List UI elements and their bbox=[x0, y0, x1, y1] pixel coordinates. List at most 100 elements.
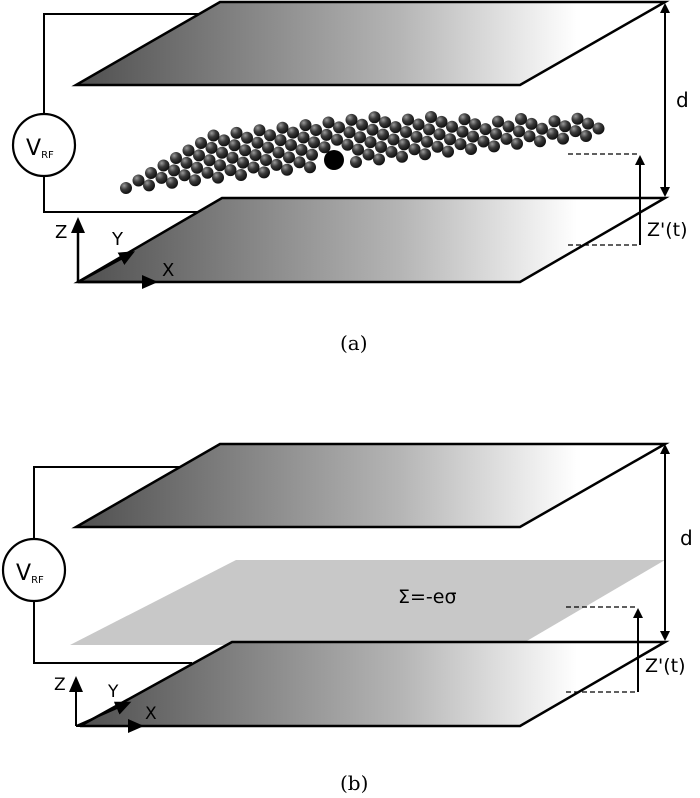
ion bbox=[502, 120, 515, 133]
ion bbox=[237, 156, 249, 169]
ion bbox=[270, 158, 283, 171]
ion bbox=[170, 152, 182, 164]
ion bbox=[456, 125, 469, 138]
ion bbox=[582, 117, 594, 130]
ion bbox=[320, 128, 333, 141]
ion bbox=[433, 128, 446, 141]
ion bbox=[228, 139, 241, 152]
ion bbox=[419, 148, 431, 161]
y-axis-label: Y bbox=[107, 682, 119, 702]
ion bbox=[511, 137, 523, 150]
ion bbox=[580, 130, 592, 142]
top-electrode bbox=[71, 0, 670, 87]
ion bbox=[239, 144, 251, 157]
ion bbox=[191, 161, 203, 174]
caption-a: (a) bbox=[340, 331, 368, 355]
ion bbox=[214, 159, 226, 172]
ion bbox=[189, 174, 201, 187]
ion bbox=[444, 133, 456, 146]
ion bbox=[389, 121, 402, 134]
ion bbox=[366, 123, 379, 136]
ion bbox=[402, 113, 414, 126]
ion bbox=[195, 137, 207, 149]
ion bbox=[377, 128, 389, 141]
ion bbox=[180, 156, 193, 169]
ion bbox=[293, 156, 306, 169]
ion bbox=[500, 132, 513, 145]
ion bbox=[356, 118, 368, 131]
ion bbox=[235, 169, 247, 181]
ion bbox=[515, 113, 527, 125]
ion bbox=[120, 182, 132, 194]
ion bbox=[368, 111, 381, 124]
ion bbox=[412, 118, 425, 131]
ion bbox=[469, 118, 481, 131]
ion bbox=[465, 143, 477, 155]
ion bbox=[249, 149, 262, 162]
ion bbox=[287, 126, 299, 139]
ion bbox=[513, 125, 525, 138]
x-axis-label: X bbox=[145, 704, 157, 724]
ion bbox=[205, 141, 218, 154]
ion bbox=[446, 120, 458, 133]
ion bbox=[297, 131, 310, 144]
ion bbox=[458, 113, 471, 126]
z-axis-label: Z bbox=[55, 222, 67, 243]
rf-source bbox=[11, 112, 77, 178]
ion bbox=[410, 130, 423, 143]
ion bbox=[203, 154, 216, 167]
ion bbox=[379, 116, 391, 129]
ion bbox=[488, 140, 500, 153]
ion bbox=[490, 128, 502, 140]
ion bbox=[396, 150, 408, 163]
ion bbox=[306, 148, 318, 161]
ion bbox=[253, 124, 266, 137]
ion bbox=[310, 124, 322, 136]
ion bbox=[258, 166, 270, 179]
ion bbox=[216, 146, 228, 159]
rf-voltage-label: VRF bbox=[16, 561, 44, 586]
ion bbox=[241, 131, 253, 144]
ion bbox=[559, 120, 571, 133]
central-ion bbox=[324, 150, 344, 170]
panel-b: VRF Σ=-eσ d Z'(t) Z Y X (b) bbox=[1, 442, 693, 795]
ion bbox=[276, 121, 289, 134]
ion bbox=[546, 127, 559, 140]
ion bbox=[143, 179, 155, 192]
ion-crystal bbox=[120, 111, 605, 194]
circuit-wire-bottom bbox=[43, 173, 220, 213]
ion bbox=[536, 122, 548, 135]
ion bbox=[398, 138, 410, 151]
ion bbox=[421, 135, 433, 148]
ion bbox=[308, 136, 320, 149]
ion bbox=[442, 145, 454, 158]
ion bbox=[592, 122, 605, 135]
ion bbox=[423, 123, 435, 136]
ion bbox=[333, 121, 345, 134]
charge-sheet-label: Σ=-eσ bbox=[398, 586, 457, 608]
ion bbox=[157, 159, 170, 172]
ion bbox=[534, 135, 546, 148]
ion bbox=[492, 115, 504, 128]
ion bbox=[304, 161, 316, 174]
ion bbox=[425, 111, 437, 123]
ion bbox=[387, 133, 400, 146]
ion bbox=[571, 112, 584, 125]
ion bbox=[283, 151, 295, 164]
ion bbox=[385, 145, 398, 158]
ion bbox=[548, 115, 561, 128]
y-axis bbox=[77, 251, 136, 284]
ion bbox=[132, 174, 145, 187]
ion bbox=[364, 136, 377, 149]
ion bbox=[525, 117, 538, 130]
ion bbox=[182, 144, 195, 157]
x-axis-label: X bbox=[162, 260, 174, 281]
ion bbox=[145, 167, 157, 179]
ion bbox=[569, 125, 582, 138]
height-label: Z'(t) bbox=[645, 655, 686, 677]
circuit-wire-bottom bbox=[33, 600, 192, 664]
ion bbox=[285, 139, 297, 151]
charge-sheet bbox=[70, 560, 665, 645]
ion bbox=[207, 129, 220, 142]
ion bbox=[350, 156, 362, 168]
